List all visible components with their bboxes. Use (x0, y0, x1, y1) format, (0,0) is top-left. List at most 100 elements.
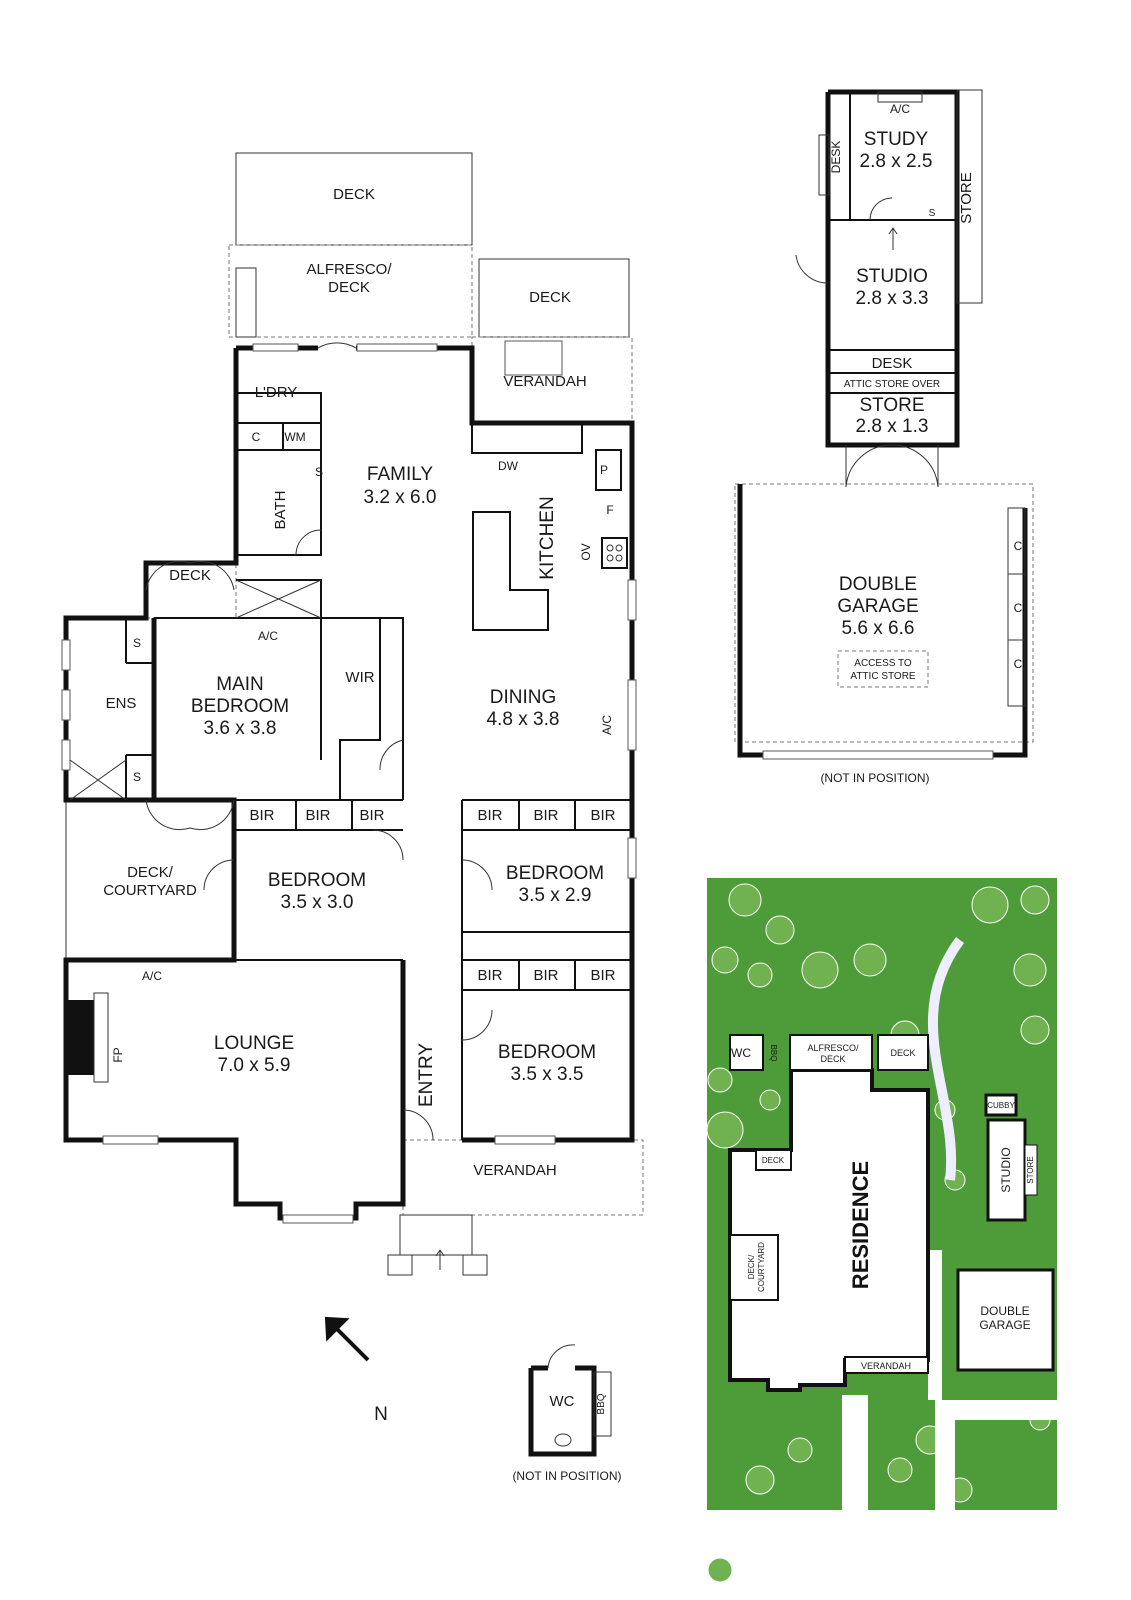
deck-top-label: DECK (333, 186, 375, 203)
lounge-label: LOUNGE (214, 1033, 294, 1054)
site-residence-label: RESIDENCE (848, 1161, 873, 1289)
deck-side-label: DECK (169, 567, 211, 584)
site-alfresco-label: ALFRESCO/ (807, 1043, 859, 1053)
ens-shower-label: S (133, 636, 141, 650)
dining-ac-label: A/C (600, 715, 614, 735)
attic-access-label-2: ATTIC STORE (850, 671, 916, 682)
trees (706, 883, 1051, 1583)
site-bbq-label: BBQ (769, 1045, 778, 1062)
bbq-label: BBQ (596, 1393, 607, 1414)
bir-label: BIR (305, 807, 330, 824)
bir-label: BIR (477, 967, 502, 984)
site-deck-small-label: DECK (762, 1156, 785, 1165)
alfresco-label-2: DECK (328, 279, 370, 296)
oven-label: OV (579, 543, 593, 560)
site-alfresco-label-2: DECK (820, 1054, 845, 1064)
wc-not-in-position-label: (NOT IN POSITION) (512, 1469, 621, 1483)
wc-outbuilding: WC BBQ (NOT IN POSITION) (512, 1344, 622, 1483)
laundry-label: L'DRY (255, 384, 298, 401)
deck-right-label: DECK (529, 289, 571, 306)
north-arrow: N (324, 1316, 388, 1425)
study-label: STUDY (864, 129, 929, 150)
deck-courtyard-label-2: COURTYARD (103, 882, 197, 899)
ens-storage-label: S (133, 770, 141, 784)
bedroom-2-label: BEDROOM (268, 870, 366, 891)
deck-courtyard-label: DECK/ (127, 864, 174, 881)
garage-size: 5.6 x 6.6 (842, 618, 915, 639)
site-wc-label: WC (731, 1046, 751, 1060)
site-studio-label: STUDIO (999, 1147, 1013, 1192)
bedroom-3-size: 3.5 x 2.9 (519, 885, 592, 906)
site-garage-label: DOUBLE (980, 1304, 1029, 1318)
deck-right (478, 258, 630, 338)
washing-machine-label: WM (284, 430, 305, 444)
attic-store-label: ATTIC STORE OVER (844, 379, 940, 390)
site-store-label: STORE (1026, 1156, 1035, 1183)
shower-label: S (315, 465, 323, 479)
cupboard-label: C (252, 430, 261, 444)
kitchen-island (472, 511, 549, 631)
family-size: 3.2 x 6.0 (364, 487, 437, 508)
dining-size: 4.8 x 3.8 (487, 709, 560, 730)
bedroom-3-label: BEDROOM (506, 863, 604, 884)
ensuite-label: ENS (106, 695, 137, 712)
site-deck-courtyard-label-2: COURTYARD (757, 1242, 766, 1292)
garage-not-in-position-label: (NOT IN POSITION) (820, 771, 929, 785)
verandah-front-label: VERANDAH (473, 1162, 556, 1179)
dishwasher-label: DW (498, 459, 519, 473)
bir-label: BIR (477, 807, 502, 824)
bath-label: BATH (272, 491, 289, 530)
bir-label: BIR (590, 967, 615, 984)
north-label: N (374, 1404, 388, 1425)
site-deck-label: DECK (890, 1048, 915, 1058)
site-verandah-label: VERANDAH (861, 1361, 911, 1371)
deck-top (235, 152, 473, 246)
garage-cupboard-label: C (1014, 539, 1023, 553)
interior-walls (125, 392, 632, 1140)
double-garage: DOUBLE GARAGE 5.6 x 6.6 ACCESS TO ATTIC … (734, 483, 1034, 785)
fireplace-label: FP (111, 1047, 125, 1062)
studio-label: STUDIO (856, 266, 928, 287)
study-storage-label: S (929, 208, 936, 219)
store-label: STORE (859, 395, 924, 416)
main-house-plan: DECK ALFRESCO/ DECK DECK VERANDAH L'DRY … (61, 152, 644, 1276)
bir-label: BIR (249, 807, 274, 824)
garage-label: DOUBLE (839, 574, 917, 595)
north-arrow-icon (324, 1316, 370, 1362)
bir-label: BIR (533, 807, 558, 824)
studio-desk-label: DESK (872, 355, 913, 372)
fridge-label: F (606, 503, 613, 517)
verandah-rear-label: VERANDAH (503, 373, 586, 390)
wir-label: WIR (345, 669, 374, 686)
exterior-walls (63, 345, 635, 1221)
kitchen-label: KITCHEN (537, 496, 558, 579)
main-bedroom-label-2: BEDROOM (191, 696, 289, 717)
alfresco-label: ALFRESCO/ (306, 261, 392, 278)
garage-label-2: GARAGE (837, 596, 918, 617)
main-ac-label: A/C (258, 629, 278, 643)
site-garage-label-2: GARAGE (979, 1318, 1030, 1332)
lounge-size: 7.0 x 5.9 (218, 1055, 291, 1076)
fireplace (66, 1000, 94, 1075)
bir-label: BIR (533, 967, 558, 984)
alfresco-deck (228, 244, 473, 338)
bedroom-4-size: 3.5 x 3.5 (511, 1064, 584, 1085)
attic-access-label: ACCESS TO (854, 658, 912, 669)
bir-label: BIR (359, 807, 384, 824)
study-size: 2.8 x 2.5 (860, 151, 933, 172)
store-size: 2.8 x 1.3 (856, 416, 929, 437)
store-side-label: STORE (958, 172, 975, 223)
wc-label: WC (550, 1393, 575, 1410)
garage-cupboard-label: C (1014, 657, 1023, 671)
main-bedroom-size: 3.6 x 3.8 (204, 718, 277, 739)
site-deck-courtyard-label: DECK/ (747, 1254, 756, 1279)
garage-cupboard-label: C (1014, 601, 1023, 615)
study-ac-label: A/C (890, 102, 910, 116)
toilet-icon (554, 1433, 572, 1447)
family-label: FAMILY (367, 464, 433, 485)
main-bedroom-label: MAIN (216, 674, 264, 695)
lounge-ac-label: A/C (142, 969, 162, 983)
bedroom-4-label: BEDROOM (498, 1042, 596, 1063)
